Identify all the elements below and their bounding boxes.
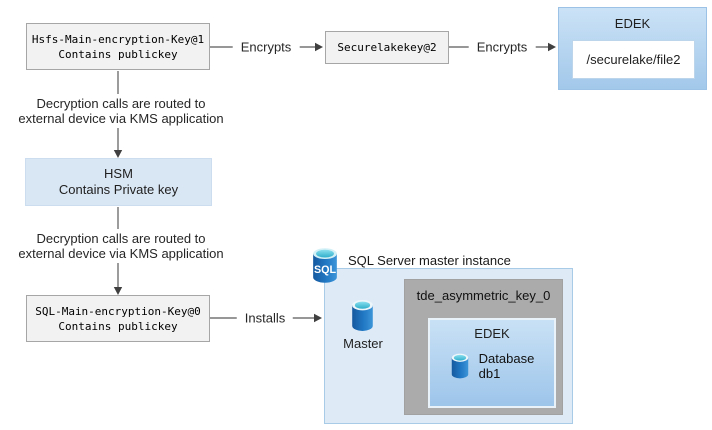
tde-asymmetric-key-box: tde_asymmetric_key_0 EDEK Database db1: [404, 279, 563, 415]
database-db1-label: Database db1: [479, 351, 535, 381]
kms-routing-note-top: Decryption calls are routed to external …: [18, 94, 224, 128]
database-label-line1: Database: [478, 351, 535, 366]
kms-note-line2: external device via KMS application: [18, 111, 224, 126]
master-database-label: Master: [343, 336, 383, 351]
kms-note-line1: Decryption calls are routed to: [36, 96, 206, 111]
database-label-line2: db1: [478, 366, 501, 381]
edek-title: EDEK: [614, 16, 651, 31]
sql-icon-text: SQL: [314, 264, 337, 276]
securelakekey-label: Securelakekey@2: [337, 41, 437, 54]
hsfs-main-encryption-key-box: Hsfs-Main-encryption-Key@1 Contains publ…: [26, 23, 210, 70]
securelake-file-box: /securelake/file2: [572, 40, 695, 79]
securelake-file-path: /securelake/file2: [586, 52, 681, 67]
sql-key-name: SQL-Main-encryption-Key@0: [35, 304, 201, 318]
kms-note-line2: external device via KMS application: [18, 246, 224, 261]
tde-asymmetric-key-title: tde_asymmetric_key_0: [416, 288, 551, 303]
hsfs-key-note: Contains publickey: [58, 47, 178, 61]
database-db1-icon: [451, 353, 468, 379]
hsm-title: HSM: [104, 166, 133, 181]
kms-note-line1: Decryption calls are routed to: [36, 231, 206, 246]
encrypts-arrow-label-1: Encrypts: [232, 38, 300, 56]
hsm-note: Contains Private key: [58, 182, 179, 197]
sql-main-encryption-key-box: SQL-Main-encryption-Key@0 Contains publi…: [26, 295, 210, 342]
sql-key-note: Contains publickey: [58, 319, 178, 333]
database-db1-row: Database db1: [450, 351, 535, 381]
hsfs-key-name: Hsfs-Main-encryption-Key@1: [31, 32, 205, 46]
hsm-box: HSM Contains Private key: [25, 158, 212, 206]
installs-arrow-label: Installs: [236, 309, 294, 327]
encrypts-arrow-label-2: Encrypts: [468, 38, 536, 56]
edek-inner-box: EDEK Database db1: [428, 318, 556, 408]
sql-server-title: SQL Server master instance: [348, 253, 511, 268]
edek-file-container: EDEK /securelake/file2: [558, 7, 707, 90]
sql-server-icon: SQL: [313, 248, 337, 283]
kms-routing-note-bottom: Decryption calls are routed to external …: [18, 229, 224, 263]
edek-inner-title: EDEK: [474, 326, 510, 341]
securelakekey-box: Securelakekey@2: [325, 31, 449, 64]
master-database-icon: [352, 300, 373, 331]
